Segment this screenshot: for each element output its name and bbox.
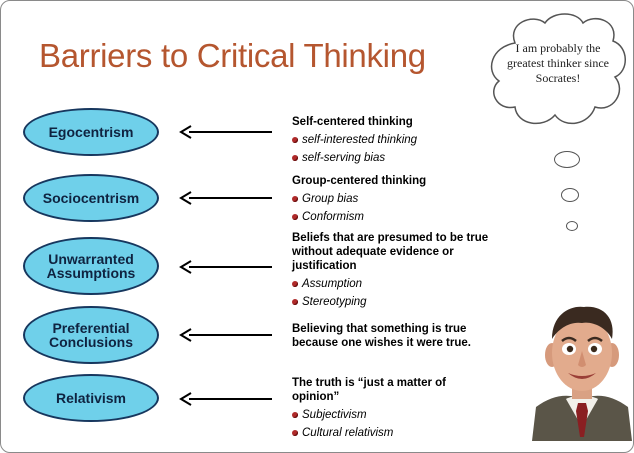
- barrier-description: Group-centered thinking Group bias Confo…: [292, 174, 426, 224]
- left-arrow-icon: [179, 328, 272, 342]
- list-item: Assumption: [292, 277, 517, 291]
- barrier-description: The truth is “just a matter of opinion” …: [292, 376, 492, 440]
- thought-bubble-medium: [561, 188, 579, 202]
- round-red-bullet-icon: [292, 412, 298, 418]
- list-item: Group bias: [292, 192, 426, 206]
- barrier-relativism: Relativism: [23, 374, 159, 422]
- barrier-description: Beliefs that are presumed to be true wit…: [292, 231, 517, 309]
- thought-bubble-large: [554, 151, 580, 168]
- left-arrow-icon: [179, 392, 272, 406]
- round-red-bullet-icon: [292, 196, 298, 202]
- list-item: self-serving bias: [292, 151, 417, 165]
- list-item: Subjectivism: [292, 408, 492, 422]
- man-portrait-photo: [532, 299, 632, 441]
- round-red-bullet-icon: [292, 299, 298, 305]
- thought-cloud-icon: [490, 13, 626, 125]
- list-item: Conformism: [292, 210, 426, 224]
- list-item: self-interested thinking: [292, 133, 417, 147]
- round-red-bullet-icon: [292, 155, 298, 161]
- list-item: Stereotyping: [292, 295, 517, 309]
- left-arrow-icon: [179, 191, 272, 205]
- left-arrow-icon: [179, 260, 272, 274]
- barrier-label: Egocentrism: [48, 124, 134, 140]
- barrier-label: Sociocentrism: [42, 190, 140, 206]
- round-red-bullet-icon: [292, 281, 298, 287]
- list-item: Cultural relativism: [292, 426, 492, 440]
- thought-bubble-small: [566, 221, 578, 231]
- thought-text: I am probably the greatest thinker since…: [507, 41, 609, 85]
- left-arrow-icon: [179, 125, 272, 139]
- round-red-bullet-icon: [292, 430, 298, 436]
- barrier-sociocentrism: Sociocentrism: [23, 174, 159, 222]
- description-heading: Beliefs that are presumed to be true wit…: [292, 232, 489, 272]
- description-heading: Believing that something is true because…: [292, 323, 471, 349]
- barrier-label: Relativism: [55, 390, 127, 406]
- barrier-egocentrism: Egocentrism: [23, 108, 159, 156]
- barrier-description: Self-centered thinking self-interested t…: [292, 115, 417, 165]
- slide-title: Barriers to Critical Thinking: [39, 37, 426, 74]
- description-heading: The truth is “just a matter of opinion”: [292, 377, 446, 403]
- round-red-bullet-icon: [292, 214, 298, 220]
- description-heading: Group-centered thinking: [292, 175, 427, 187]
- description-heading: Self-centered thinking: [292, 116, 413, 128]
- barrier-description: Believing that something is true because…: [292, 322, 507, 350]
- round-red-bullet-icon: [292, 137, 298, 143]
